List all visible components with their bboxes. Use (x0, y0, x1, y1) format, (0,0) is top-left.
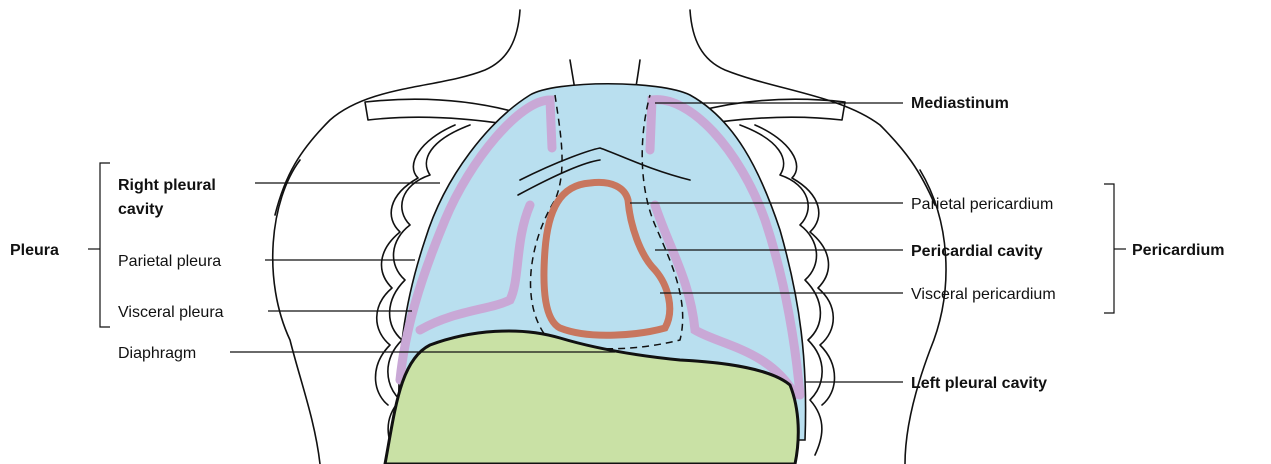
label-pleura: Pleura (10, 242, 59, 259)
label-diaphragm: Diaphragm (118, 345, 196, 362)
pleura-bracket (100, 163, 110, 327)
label-parietal-pericardium: Parietal pericardium (911, 196, 1053, 213)
pericardium-bracket (1104, 184, 1114, 313)
label-mediastinum: Mediastinum (911, 95, 1009, 112)
label-visceral-pleura: Visceral pleura (118, 304, 224, 321)
label-right-pleural-cavity-line2: cavity (118, 201, 163, 218)
label-right-pleural-cavity-line1: Right pleural (118, 177, 216, 194)
label-left-pleural-cavity: Left pleural cavity (911, 375, 1047, 392)
label-pericardial-cavity: Pericardial cavity (911, 243, 1043, 260)
label-pericardium: Pericardium (1132, 242, 1224, 259)
label-parietal-pleura: Parietal pleura (118, 253, 221, 270)
label-visceral-pericardium: Visceral pericardium (911, 286, 1056, 303)
